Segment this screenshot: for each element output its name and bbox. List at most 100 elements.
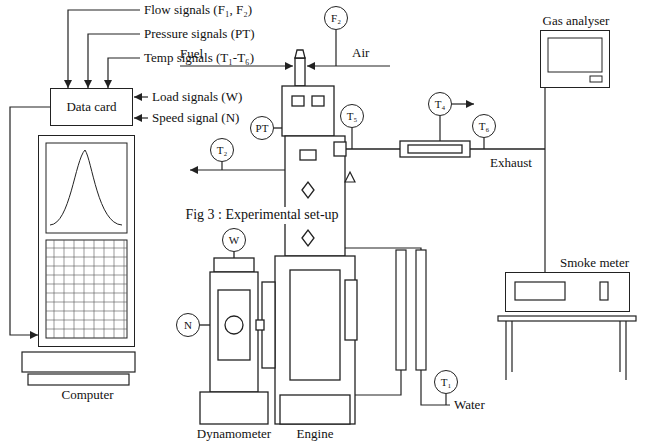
part-label: Air	[352, 46, 369, 61]
device-box: Data card	[50, 88, 133, 126]
engine	[295, 50, 305, 58]
smoke-meter-body	[515, 282, 565, 300]
device-label: Computer	[62, 388, 114, 403]
dynamometer	[214, 258, 254, 272]
part-label: Exhaust	[490, 156, 532, 171]
screen-grid	[54, 240, 55, 338]
screen-grid	[104, 240, 105, 338]
screen-grid	[46, 320, 127, 321]
dynamometer	[218, 290, 250, 360]
screen-grid	[46, 240, 127, 338]
sensor-circle: T₆	[472, 114, 496, 138]
temperature-tap	[190, 169, 285, 170]
part-label: Engine	[297, 427, 334, 442]
computer-screen	[46, 240, 127, 338]
part-label: Dynamometer	[197, 427, 271, 442]
dynamometer	[200, 252, 268, 424]
fuel-air-line	[307, 65, 390, 66]
dynamometer	[233, 252, 234, 258]
cooling-water	[345, 248, 421, 250]
dynamometer	[225, 316, 243, 334]
smoke-meter-body	[498, 316, 636, 321]
computer-screen	[46, 143, 127, 233]
engine	[302, 182, 314, 198]
screen-grid	[124, 240, 125, 338]
computer-screen	[46, 143, 127, 338]
keyboard	[22, 352, 135, 372]
cooling-water	[416, 250, 426, 370]
engine	[292, 96, 304, 106]
temperature-tap	[221, 162, 222, 170]
screen-grid	[74, 240, 75, 338]
device-label: Gas analyser	[543, 14, 610, 29]
sensor-circle: T₄	[428, 92, 452, 116]
engine	[295, 58, 305, 86]
screen-grid	[46, 266, 127, 267]
exhaust-pipe	[346, 148, 400, 149]
temperature-tap	[483, 138, 484, 149]
screen-grid	[46, 293, 127, 294]
part-label: Water	[454, 398, 485, 413]
sensor-circle: F₂	[324, 6, 348, 30]
screen-grid	[46, 329, 127, 330]
part-label: Fuel	[180, 47, 203, 62]
engine	[262, 50, 357, 424]
engine	[300, 150, 316, 160]
sensor-circle: T₂	[210, 138, 234, 162]
engine	[285, 136, 345, 256]
engine	[302, 230, 314, 246]
signal-wire	[134, 117, 148, 118]
screen-grid	[94, 240, 95, 338]
smoke-meter-body	[506, 321, 626, 380]
sensor-circle: N	[176, 313, 200, 337]
exhaust-pipe	[400, 141, 470, 157]
engine	[290, 270, 340, 380]
device-box: Gas analyser	[540, 30, 610, 88]
sensor-circle: T₁	[434, 370, 458, 394]
signal-wire	[108, 58, 140, 88]
cooling-water	[396, 250, 406, 370]
exhaust-pipe	[470, 148, 545, 149]
screen-grid	[46, 257, 127, 258]
screen-grid	[46, 311, 127, 312]
exhaust-pipe	[334, 141, 545, 157]
signal-connector	[10, 107, 50, 335]
part-label: Flow signals (F₁, F₂)	[144, 3, 252, 18]
screen-grid	[64, 240, 65, 338]
cooling-water	[445, 394, 446, 405]
screen-grid	[114, 240, 115, 338]
signal-wire	[134, 96, 148, 97]
temperature-tap	[452, 103, 474, 104]
signal-wire	[68, 10, 140, 88]
engine	[280, 395, 350, 424]
signal-connector	[544, 88, 545, 272]
signal-wire	[88, 34, 140, 88]
part-label: Load signals (W)	[152, 90, 242, 105]
sensor-label: W	[229, 234, 239, 247]
device-box: Smoke meter	[505, 272, 630, 312]
screen-grid	[46, 248, 127, 249]
cooling-water	[355, 370, 401, 395]
engine	[345, 280, 357, 340]
temperature-tap	[351, 128, 352, 149]
engine	[282, 86, 334, 136]
sensor-label: T₅	[347, 110, 358, 123]
sensor-label: T₁	[441, 376, 452, 389]
fuel-air-line	[335, 30, 336, 66]
gas-analyser-screen	[590, 76, 602, 82]
engine	[274, 127, 282, 128]
sensor-label: F₂	[331, 12, 341, 25]
dynamometer	[256, 320, 264, 330]
engine	[275, 256, 355, 424]
smoke-meter-body	[498, 282, 636, 380]
sensor-label: T₆	[479, 120, 490, 133]
dynamometer	[210, 272, 258, 392]
screen-grid	[46, 302, 127, 303]
sensor-label: T₂	[217, 144, 228, 157]
fuel-air-line	[180, 65, 293, 66]
exhaust-pipe	[408, 145, 462, 153]
sensor-circle: PT	[250, 116, 274, 140]
sensor-label: N	[184, 319, 192, 332]
temperature-tap	[345, 172, 355, 182]
